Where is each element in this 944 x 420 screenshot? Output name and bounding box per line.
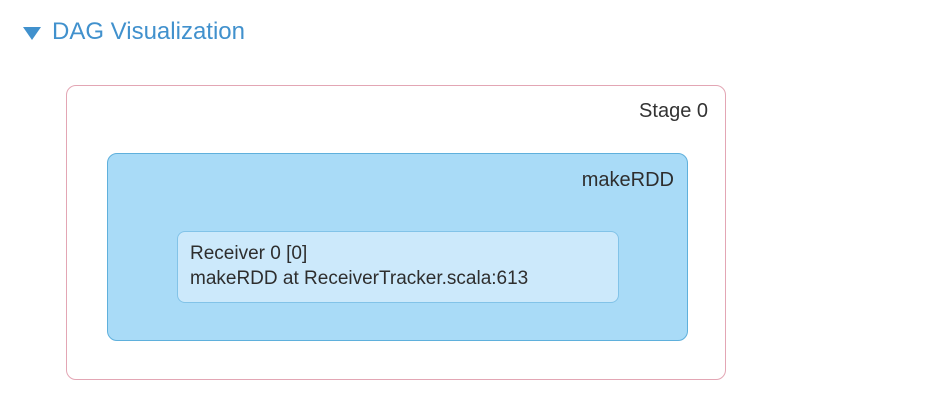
rdd-node-callsite: makeRDD at ReceiverTracker.scala:613 (190, 268, 529, 289)
dag-visualization-toggle[interactable]: DAG Visualization (23, 18, 245, 46)
makerdd-scope-label: makeRDD (581, 169, 674, 191)
makerdd-scope-cluster: makeRDD Receiver 0 [0] makeRDD at Receiv… (107, 153, 688, 341)
dag-visualization-title: DAG Visualization (52, 18, 245, 45)
stage-0-cluster[interactable]: Stage 0 makeRDD Receiver 0 [0] makeRDD a… (66, 85, 726, 380)
rdd-node-title: Receiver 0 [0] (190, 243, 308, 264)
collapse-arrow-icon (23, 26, 41, 40)
rdd-node-receiver[interactable]: Receiver 0 [0] makeRDD at ReceiverTracke… (177, 231, 619, 303)
stage-label: Stage 0 (639, 100, 708, 122)
